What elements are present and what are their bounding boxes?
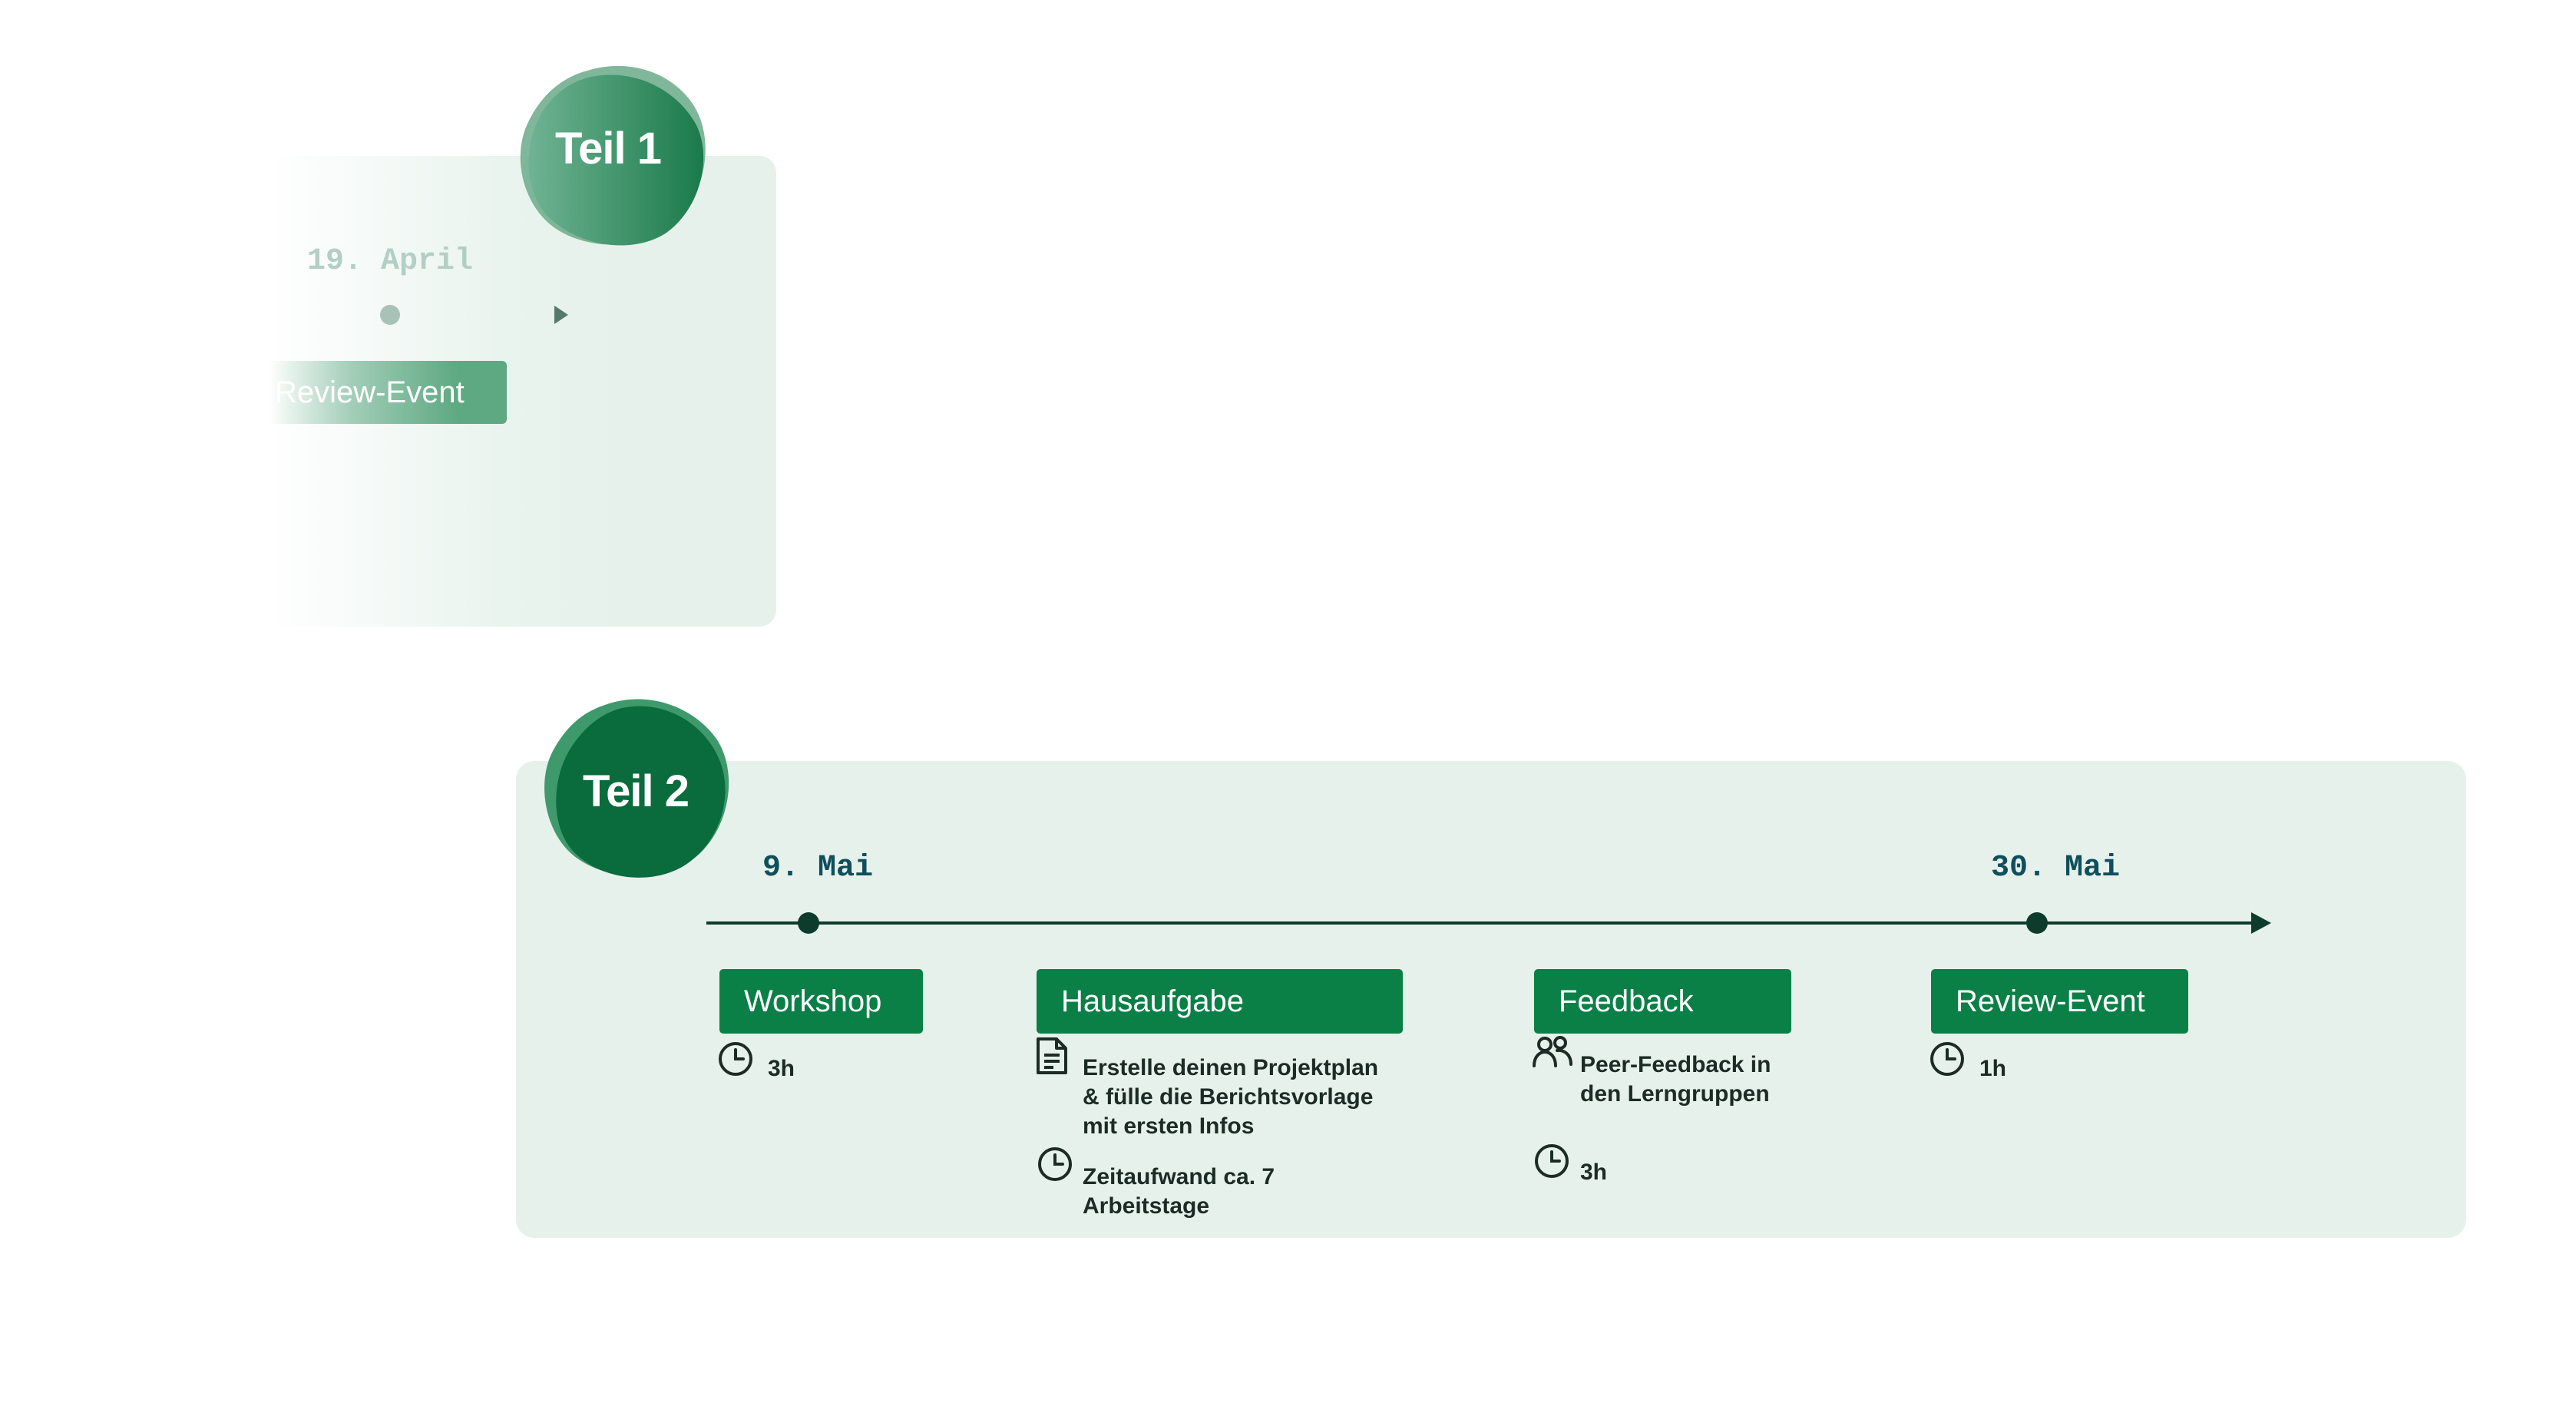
hausaufgabe-description: Erstelle deinen Projektplan & fülle die … xyxy=(1083,1054,1378,1141)
part1-event-review: Review-Event xyxy=(269,361,507,424)
date-label-start: 9. Mai xyxy=(762,851,874,885)
hausaufgabe-description-line: Erstelle deinen Projektplan xyxy=(1083,1055,1379,1080)
hausaufgabe-description-line: & fülle die Berichtsvorlage xyxy=(1083,1084,1374,1110)
event-review: Review-Event xyxy=(1931,969,2188,1034)
hausaufgabe-effort-line: Arbeitstage xyxy=(1083,1193,1210,1219)
event-workshop: Workshop xyxy=(719,969,923,1034)
feedback-description: Peer-Feedback in den Lerngruppen xyxy=(1580,1050,1771,1109)
hausaufgabe-effort-line: Zeitaufwand ca. 7 xyxy=(1083,1164,1275,1189)
part2-timeline-axis xyxy=(706,912,2271,934)
part1-title: Teil 1 xyxy=(555,124,662,174)
hausaufgabe-effort: Zeitaufwand ca. 7 Arbeitstage xyxy=(1083,1163,1275,1221)
event-feedback: Feedback xyxy=(1534,969,1791,1034)
date-label-end: 30. Mai xyxy=(1991,851,2121,885)
part2-title: Teil 2 xyxy=(583,766,689,816)
timeline-marker-start xyxy=(798,912,819,934)
clock-icon xyxy=(1533,1143,1570,1179)
review-duration: 1h xyxy=(1979,1056,2007,1081)
timeline-marker-end xyxy=(2026,912,2048,934)
part1-timeline-axis xyxy=(253,305,568,325)
event-hausaufgabe: Hausaufgabe xyxy=(1037,969,1403,1034)
clock-icon xyxy=(717,1040,754,1077)
document-icon xyxy=(1035,1037,1069,1075)
part2-badge-blob xyxy=(544,699,729,878)
clock-icon xyxy=(1037,1146,1073,1183)
workshop-duration: 3h xyxy=(768,1056,795,1081)
hausaufgabe-description-line: mit ersten Infos xyxy=(1083,1113,1255,1139)
people-icon xyxy=(1532,1035,1573,1069)
part1-timeline-marker xyxy=(380,305,400,325)
feedback-description-line: Peer-Feedback in xyxy=(1580,1052,1771,1077)
feedback-duration: 3h xyxy=(1580,1160,1608,1185)
feedback-description-line: den Lerngruppen xyxy=(1580,1081,1770,1107)
part1-badge-blob xyxy=(520,65,706,246)
clock-icon xyxy=(1929,1040,1966,1077)
part1-date-label: 19. April xyxy=(307,244,474,279)
